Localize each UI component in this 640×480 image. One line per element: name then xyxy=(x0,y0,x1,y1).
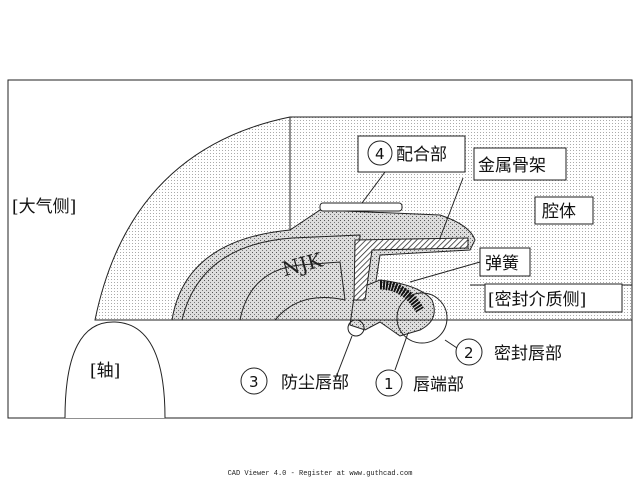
metal-case-box xyxy=(473,147,567,181)
dust-lip-num-circle xyxy=(240,367,268,395)
seal-lip-label: 密封唇部 xyxy=(494,344,562,364)
housing-label: 腔体 xyxy=(542,202,576,222)
seal-lip-num: 2 xyxy=(464,344,474,362)
leader-lip-edge xyxy=(394,332,409,371)
metal-case xyxy=(353,237,469,301)
leader-fit xyxy=(361,171,386,204)
lip-edge-label: 唇端部 xyxy=(413,375,464,395)
fit-num: 4 xyxy=(375,145,385,163)
dust-lip-circle xyxy=(347,319,365,337)
seal-lip-circle xyxy=(396,292,448,344)
fit-num-circle xyxy=(367,140,393,166)
lip-edge-num: 1 xyxy=(384,375,394,393)
fit-part-label: 配合部 xyxy=(396,145,447,165)
metal-case-label: 金属骨架 xyxy=(478,156,546,176)
seal-rubber-arc xyxy=(181,234,361,321)
leader-spring xyxy=(409,261,481,283)
fit-pad xyxy=(319,202,403,212)
lip-edge-num-circle xyxy=(375,369,403,397)
leader-metal xyxy=(439,177,464,239)
leader-dust-lip xyxy=(334,335,353,381)
sealed-medium-box xyxy=(484,283,623,313)
seal-lip-num-circle xyxy=(455,338,483,366)
spring xyxy=(379,280,424,313)
dust-lip-label: 防尘唇部 xyxy=(281,373,349,393)
shaft-label: [轴] xyxy=(90,361,120,381)
shaft-end xyxy=(64,321,166,419)
dust-lip-num: 3 xyxy=(249,373,259,391)
atmosphere-side-label: [大气侧] xyxy=(12,197,76,217)
sealed-medium-label: [密封介质侧] xyxy=(488,290,586,310)
spring-label: 弹簧 xyxy=(485,254,519,274)
housing-box xyxy=(534,196,594,225)
spring-box xyxy=(479,247,531,277)
viewer-footer: CAD Viewer 4.0 - Register at www.guthcad… xyxy=(227,470,413,478)
